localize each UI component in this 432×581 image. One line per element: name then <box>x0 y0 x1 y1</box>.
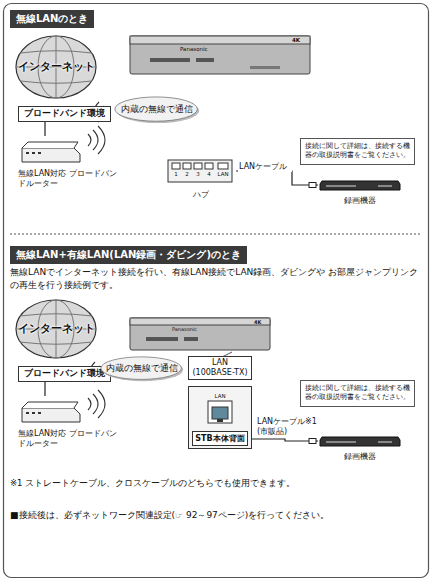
recorder-icon <box>318 178 402 192</box>
port-number: 2 <box>183 171 191 178</box>
router: 無線LAN対応 ブロードバンドルーター <box>18 396 122 450</box>
node-text: ブロードバンド環境 <box>24 108 105 120</box>
note-box: 接続に関して詳細は、接続する機器の取扱説明書をご覧ください。 <box>300 380 415 407</box>
note-box: 接続に関して詳細は、接続する機器の取扱説明書をご覧ください。 <box>300 138 415 165</box>
node-text: 録画機器 <box>318 451 402 462</box>
internet-globe: インターネット <box>14 298 98 360</box>
router: 無線LAN対応 ブロードバンドルーター <box>18 136 122 190</box>
node-text: 内蔵の無線で通信 <box>121 104 193 116</box>
page-frame <box>4 4 429 578</box>
node-text: 内蔵の無線で通信 <box>106 363 178 375</box>
node-text: インターネット <box>18 60 95 74</box>
port-number: 3 <box>194 171 202 178</box>
cable-line <box>45 122 46 136</box>
internet-globe: インターネット <box>14 34 98 100</box>
port-name: LAN <box>212 393 228 400</box>
cable-line <box>252 439 318 444</box>
node-text: 録画機器 <box>318 195 402 206</box>
recorder: 録画機器 <box>318 434 402 462</box>
recorder-icon <box>318 434 402 448</box>
brand-mark: Panasonic <box>180 46 208 53</box>
stb-device <box>130 36 310 74</box>
cable-line <box>45 382 46 396</box>
port-number: 1 <box>172 171 180 178</box>
section-heading: 無線LAN+有線LAN(LAN録画・ダビング)のとき <box>10 246 247 264</box>
cable-line <box>236 171 318 188</box>
node-text: LAN (100BASE-TX) <box>191 358 249 378</box>
node-text: ブロードバンド環境 <box>24 368 105 380</box>
speech-bubble: 内蔵の無線で通信 <box>100 356 184 382</box>
broadband-box: ブロードバンド環境 <box>18 106 111 122</box>
node-text: 無線LAN対応 ブロードバンドルーター <box>18 429 122 450</box>
node-text: ハブ <box>166 189 236 200</box>
node-text: 無線LAN対応 ブロードバンドルーター <box>18 169 122 190</box>
stb-device <box>130 318 270 350</box>
node-text: 無線LANのとき <box>16 12 88 26</box>
description-text: 無線LANでインターネット接続を行い、有線LAN接続でLAN録画、ダビングや お… <box>10 266 422 292</box>
section-heading: 無線LANのとき <box>10 10 94 28</box>
edge-label: LANケーブル※1 (市販品) <box>256 417 320 437</box>
recorder: 録画機器 <box>318 178 402 206</box>
port-number: LAN <box>216 171 230 178</box>
hub: ハブ <box>166 158 236 200</box>
node-text: STB本体背面 <box>192 431 248 446</box>
port-label-box: LAN (100BASE-TX) <box>188 356 252 380</box>
brand-mark: Panasonic <box>172 326 197 332</box>
node-text: 接続に関して詳細は、接続する機器の取扱説明書をご覧ください。 <box>305 142 410 161</box>
brand-mark: 4K <box>254 319 261 325</box>
broadband-box: ブロードバンド環境 <box>18 366 111 382</box>
speech-bubble: 内蔵の無線で通信 <box>114 96 200 124</box>
node-text: インターネット <box>18 322 95 336</box>
brand-mark: 4K <box>292 37 300 44</box>
node-text: 無線LAN+有線LAN(LAN録画・ダビング)のとき <box>16 248 241 262</box>
edge-label: LANケーブル <box>238 162 292 172</box>
instruction-note: ■接続後は、必ずネットワーク関連設定(☞ 92～97ページ)を行ってください。 <box>10 510 422 521</box>
node-text: 接続に関して詳細は、接続する機器の取扱説明書をご覧ください。 <box>305 384 410 403</box>
router-icon <box>18 136 82 166</box>
divider <box>10 234 422 235</box>
port-number: 4 <box>205 171 213 178</box>
router-icon <box>18 396 82 426</box>
footnote: ※1 ストレートケーブル、クロスケーブルのどちらでも使用できます。 <box>10 478 422 488</box>
